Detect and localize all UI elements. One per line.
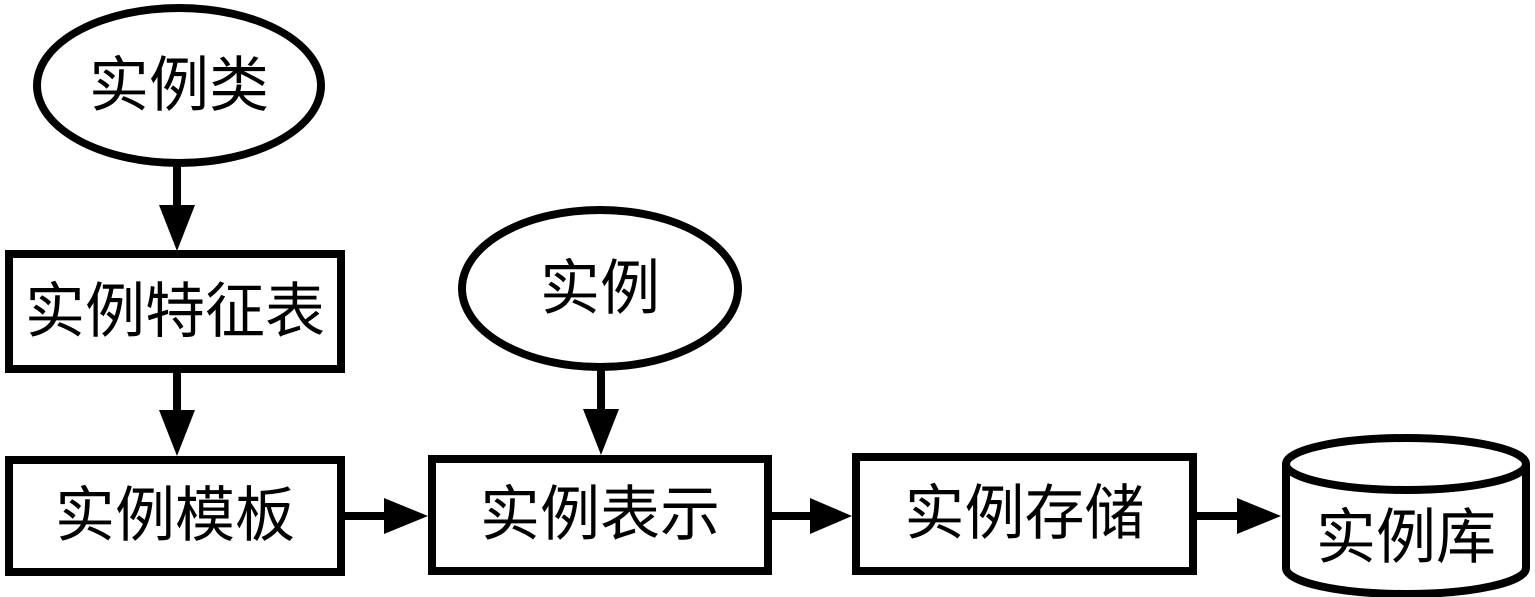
- node-case-storage-label: 实例存储: [904, 481, 1145, 547]
- arrowhead-right-icon: [384, 498, 428, 534]
- arrowhead-down-icon: [583, 409, 619, 455]
- arrowhead-down-icon: [159, 410, 195, 456]
- node-case-label: 实例: [540, 255, 660, 322]
- node-case-storage: 实例存储: [852, 453, 1197, 575]
- arrowhead-right-icon: [810, 498, 852, 534]
- arrowhead-right-icon: [1237, 498, 1281, 534]
- node-case-class-label: 实例类: [89, 52, 269, 119]
- node-case-representation: 实例表示: [428, 455, 772, 575]
- arrowhead-down-icon: [159, 205, 195, 251]
- node-case-representation-label: 实例表示: [480, 482, 720, 548]
- node-case-library-label: 实例库: [1316, 505, 1496, 571]
- node-case-class: 实例类: [33, 4, 325, 167]
- cylinder-case-library-top: [1282, 434, 1530, 494]
- node-case-library: 实例库: [1286, 492, 1526, 584]
- node-case-template: 实例模板: [5, 456, 345, 576]
- node-case-template-label: 实例模板: [55, 483, 295, 549]
- node-case-feature-table: 实例特征表: [5, 250, 345, 373]
- node-case-feature-table-label: 实例特征表: [25, 278, 325, 345]
- node-case: 实例: [458, 206, 742, 371]
- cylinder-case-library-body: [1282, 464, 1530, 597]
